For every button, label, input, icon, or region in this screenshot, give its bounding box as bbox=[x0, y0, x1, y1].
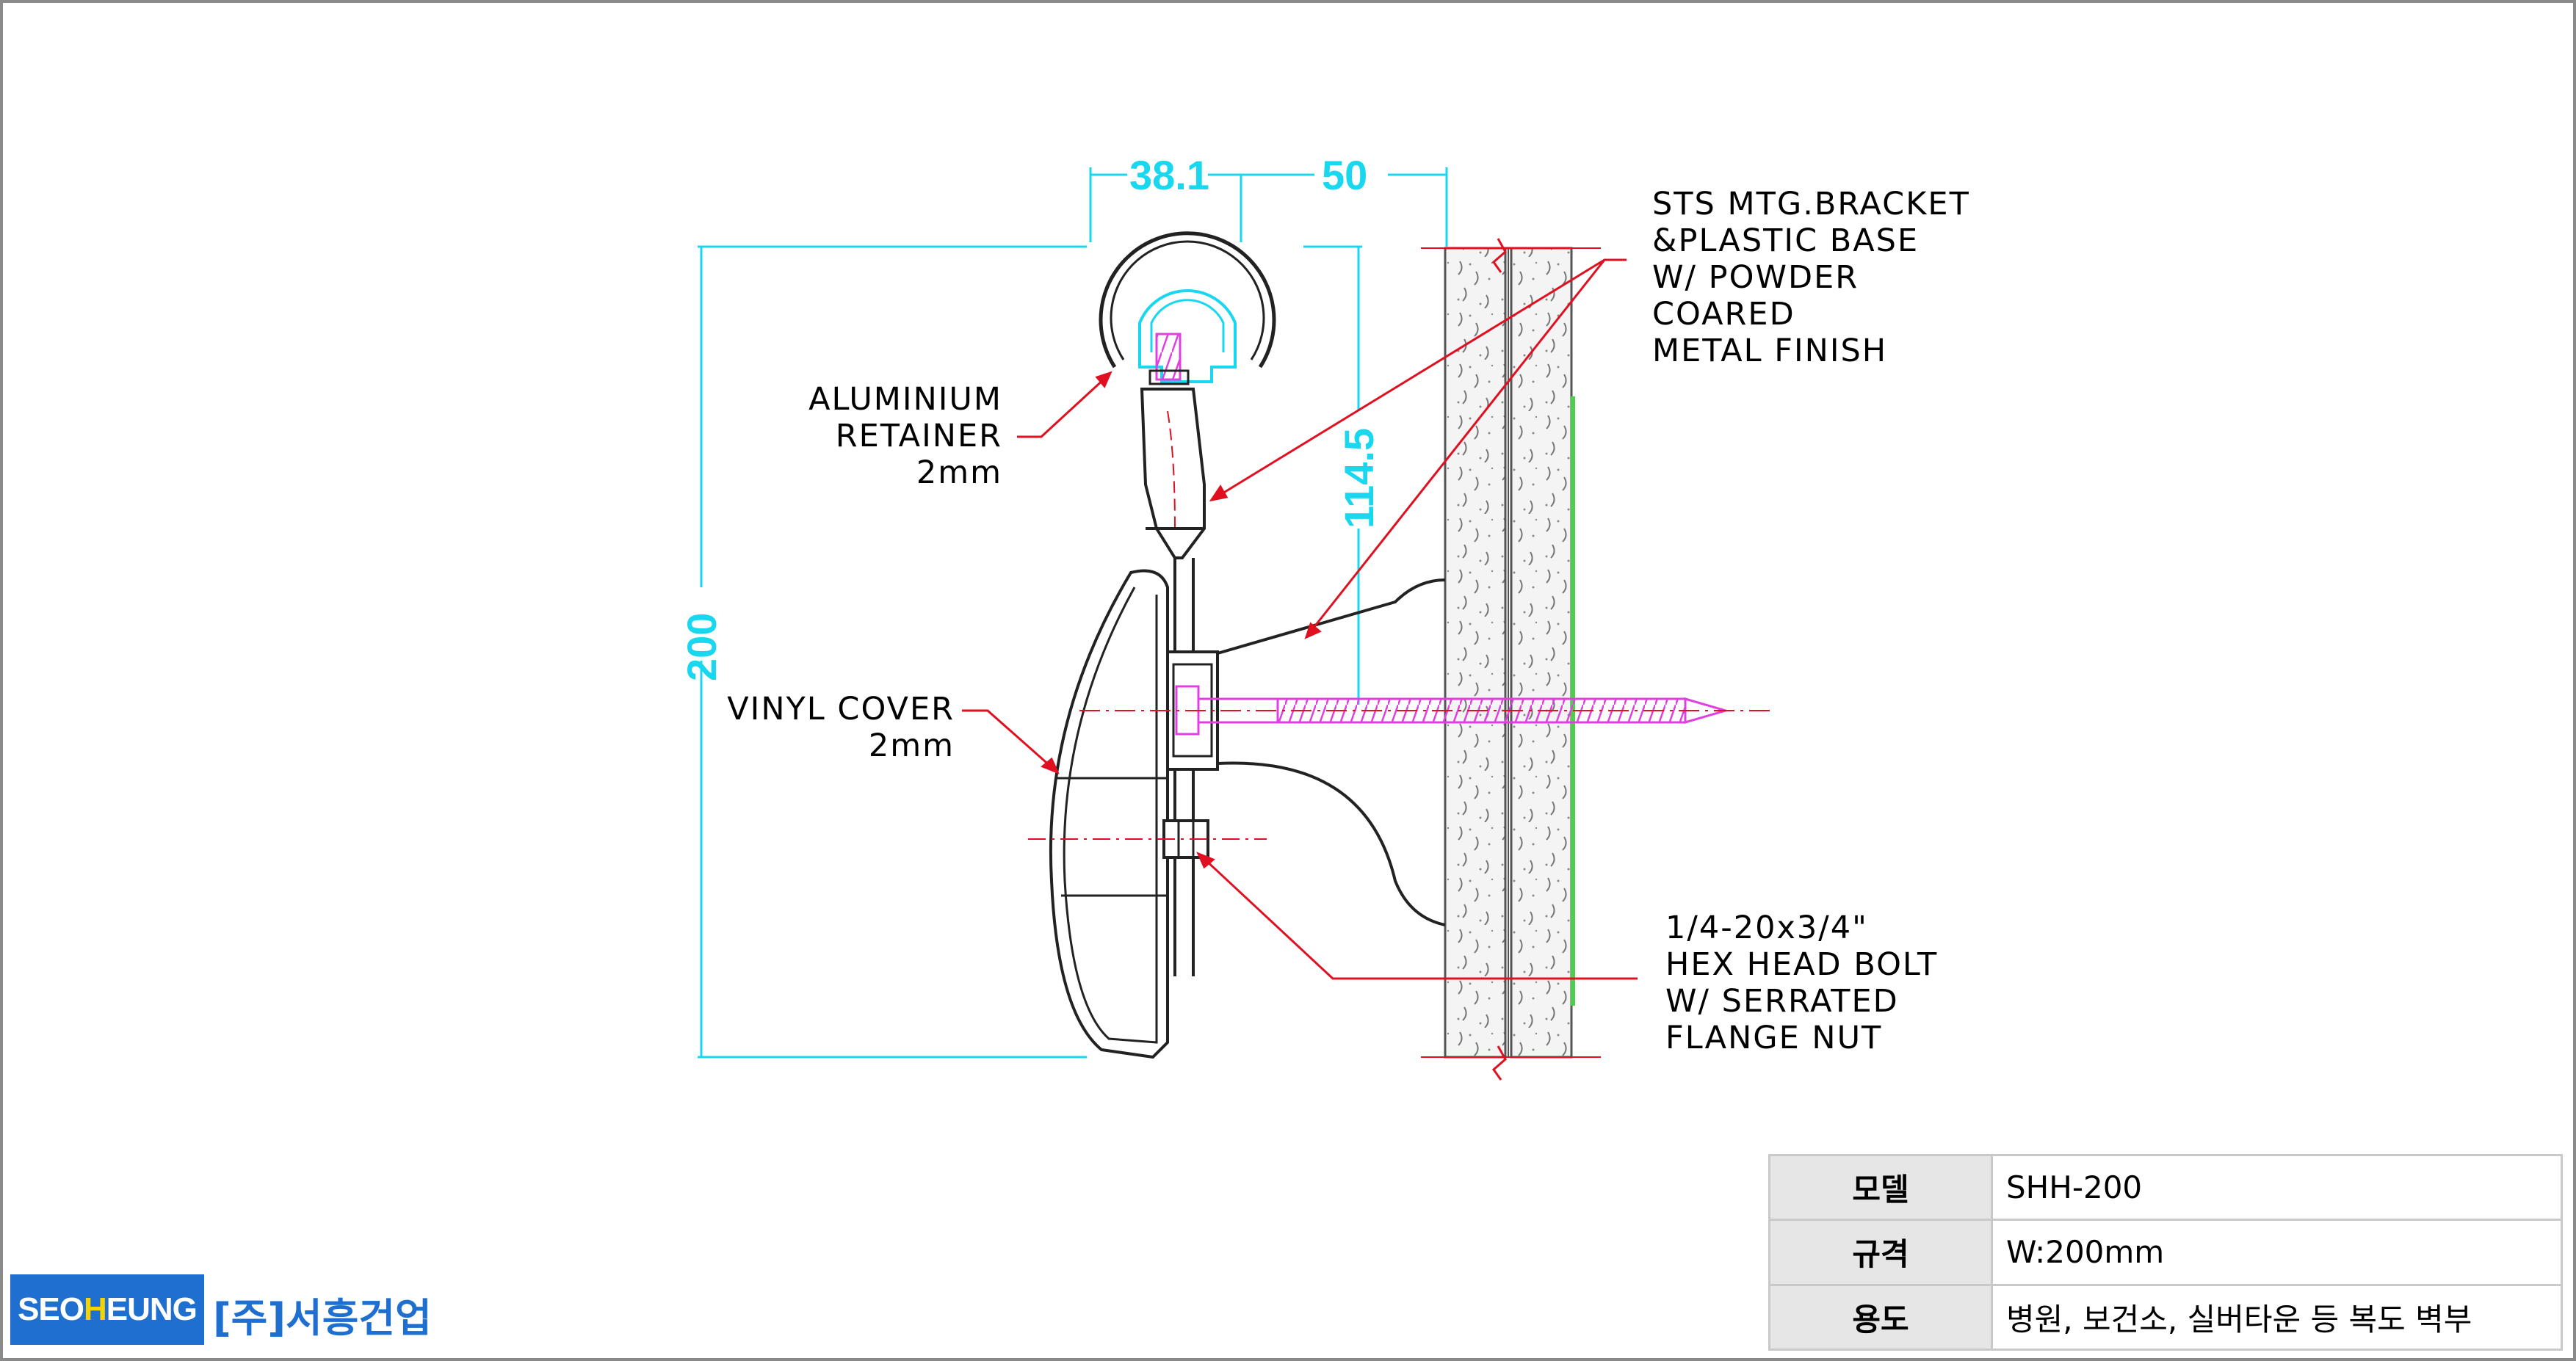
dim-50: 50 bbox=[1322, 152, 1367, 198]
svg-text:VINYL COVER: VINYL COVER bbox=[727, 691, 955, 727]
svg-text:METAL FINISH: METAL FINISH bbox=[1652, 333, 1887, 369]
handrail-assembly bbox=[1028, 231, 1446, 1059]
svg-text:HEX HEAD BOLT: HEX HEAD BOLT bbox=[1665, 946, 1938, 983]
spec-value: SHH-200 bbox=[1991, 1153, 2563, 1222]
spec-row-usage: 용도 병원, 보건소, 실버타운 등 복도 벽부 bbox=[1768, 1283, 2563, 1351]
spec-key: 용도 bbox=[1768, 1283, 1993, 1351]
dim-200: 200 bbox=[679, 613, 725, 681]
svg-text:W/ POWDER: W/ POWDER bbox=[1652, 259, 1859, 296]
dimension-lines bbox=[698, 167, 1448, 1059]
svg-text:W/ SERRATED: W/ SERRATED bbox=[1665, 983, 1899, 1020]
label-retainer: ALUMINIUM RETAINER 2mm bbox=[808, 381, 1002, 491]
spec-row-size: 규격 W:200mm bbox=[1768, 1219, 2563, 1286]
dim-114-5: 114.5 bbox=[1336, 428, 1382, 529]
svg-text:1/4-20x3/4": 1/4-20x3/4" bbox=[1665, 910, 1868, 946]
spec-key: 모델 bbox=[1768, 1153, 1993, 1222]
svg-text:STS MTG.BRACKET: STS MTG.BRACKET bbox=[1652, 186, 1970, 222]
svg-text:COARED: COARED bbox=[1652, 296, 1795, 333]
wall-screw bbox=[1079, 685, 1770, 736]
spec-table: 모델 SHH-200 규격 W:200mm 용도 병원, 보건소, 실버타운 등… bbox=[1768, 1153, 2563, 1351]
spec-key: 규격 bbox=[1768, 1219, 1993, 1286]
company-name: [주]서흥건업 bbox=[213, 1295, 432, 1341]
svg-text:RETAINER: RETAINER bbox=[836, 418, 1002, 454]
dim-38-1: 38.1 bbox=[1129, 152, 1209, 198]
label-bolt: 1/4-20x3/4" HEX HEAD BOLT W/ SERRATED FL… bbox=[1665, 910, 1938, 1056]
svg-text:2mm: 2mm bbox=[869, 727, 955, 764]
svg-text:&PLASTIC BASE: &PLASTIC BASE bbox=[1652, 222, 1919, 259]
label-vinyl-cover: VINYL COVER 2mm bbox=[727, 691, 955, 764]
svg-text:ALUMINIUM: ALUMINIUM bbox=[808, 381, 1002, 418]
leader-lines bbox=[962, 258, 1638, 980]
label-bracket: STS MTG.BRACKET &PLASTIC BASE W/ POWDER … bbox=[1652, 186, 1970, 369]
spec-row-model: 모델 SHH-200 bbox=[1768, 1153, 2563, 1222]
spec-value: 병원, 보건소, 실버타운 등 복도 벽부 bbox=[1991, 1283, 2563, 1351]
svg-text:2mm: 2mm bbox=[916, 454, 1002, 491]
spec-value: W:200mm bbox=[1991, 1219, 2563, 1286]
wall-section bbox=[1421, 238, 1601, 1081]
svg-text:FLANGE NUT: FLANGE NUT bbox=[1665, 1020, 1882, 1056]
